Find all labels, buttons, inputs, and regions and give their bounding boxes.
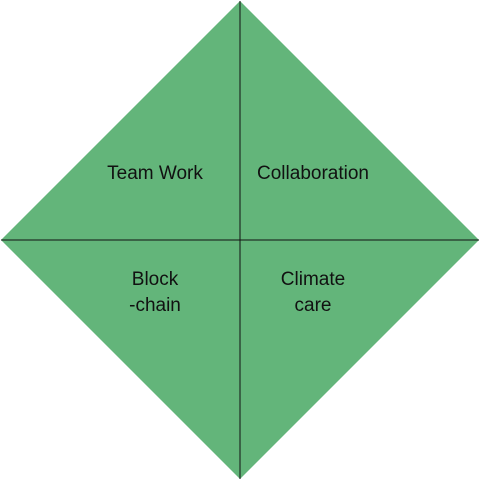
quadrant-label-climate-care: Climate care (280, 269, 346, 316)
quadrant-label-collaboration: Collaboration (257, 163, 369, 184)
quadrant-label-blockchain: Block -chain (129, 269, 181, 316)
quadrant-label-team-work: Team Work (107, 163, 203, 184)
